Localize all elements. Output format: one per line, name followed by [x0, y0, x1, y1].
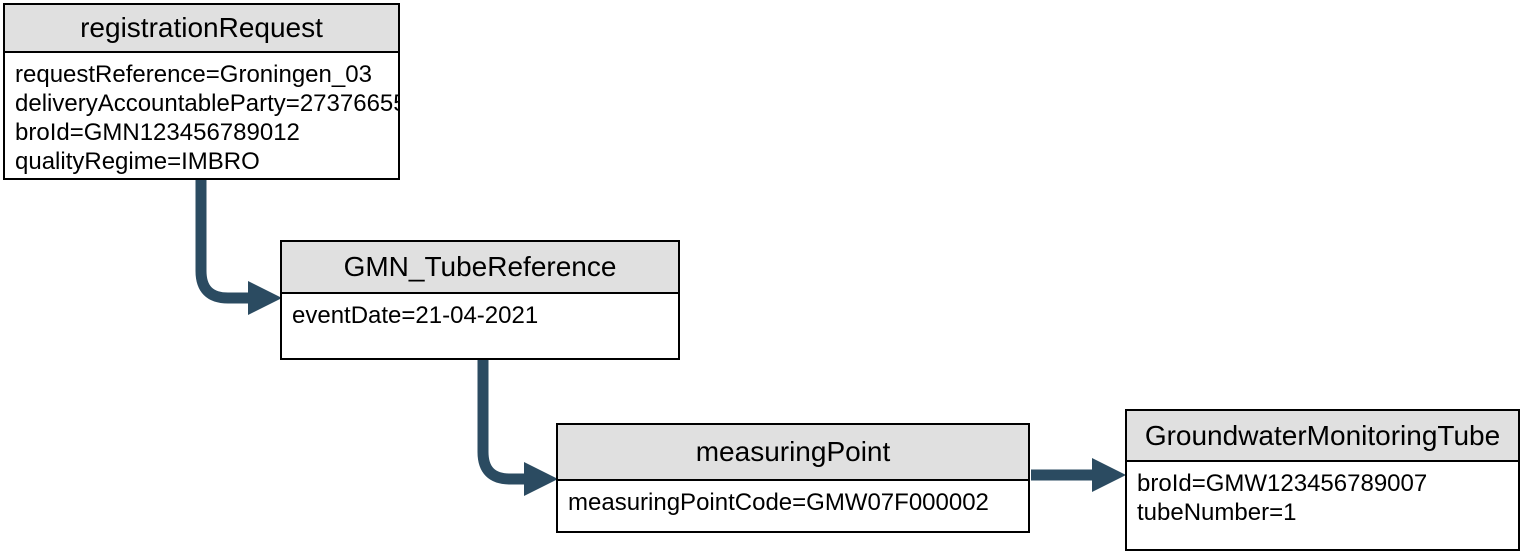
node-field: qualityRegime=IMBRO — [15, 148, 260, 175]
node-title: GMN_TubeReference — [282, 242, 678, 294]
connector-measuringpoint-to-tube — [1031, 458, 1126, 492]
node-body: eventDate=21-04-2021 — [282, 294, 678, 330]
node-field: requestReference=Groningen_03 — [15, 61, 372, 88]
arrowhead-icon — [524, 462, 558, 496]
node-title: GroundwaterMonitoringTube — [1127, 411, 1518, 462]
node-field: broId=GMW123456789007 — [1137, 470, 1428, 497]
node-field: tubeNumber=1 — [1137, 499, 1297, 526]
node-field: measuringPointCode=GMW07F000002 — [568, 489, 989, 516]
node-body: broId=GMW123456789007 tubeNumber=1 — [1127, 462, 1518, 527]
connector-registration-to-tubereference — [195, 180, 282, 315]
node-title: registrationRequest — [5, 5, 398, 53]
node-body: requestReference=Groningen_03 deliveryAc… — [5, 53, 398, 176]
node-field: broId=GMN123456789012 — [15, 119, 300, 146]
arrowhead-icon — [248, 281, 282, 315]
node-registration-request: registrationRequest requestReference=Gro… — [3, 3, 400, 180]
node-measuring-point: measuringPoint measuringPointCode=GMW07F… — [556, 423, 1030, 533]
arrowhead-icon — [1092, 458, 1126, 492]
connector-tubereference-to-measuringpoint — [477, 360, 558, 496]
node-title: measuringPoint — [558, 425, 1028, 481]
node-field: deliveryAccountableParty=27376655 — [15, 90, 398, 117]
node-gmn-tube-reference: GMN_TubeReference eventDate=21-04-2021 — [280, 240, 680, 360]
node-groundwater-monitoring-tube: GroundwaterMonitoringTube broId=GMW12345… — [1125, 409, 1520, 551]
node-field: eventDate=21-04-2021 — [292, 302, 539, 329]
node-body: measuringPointCode=GMW07F000002 — [558, 481, 1028, 517]
